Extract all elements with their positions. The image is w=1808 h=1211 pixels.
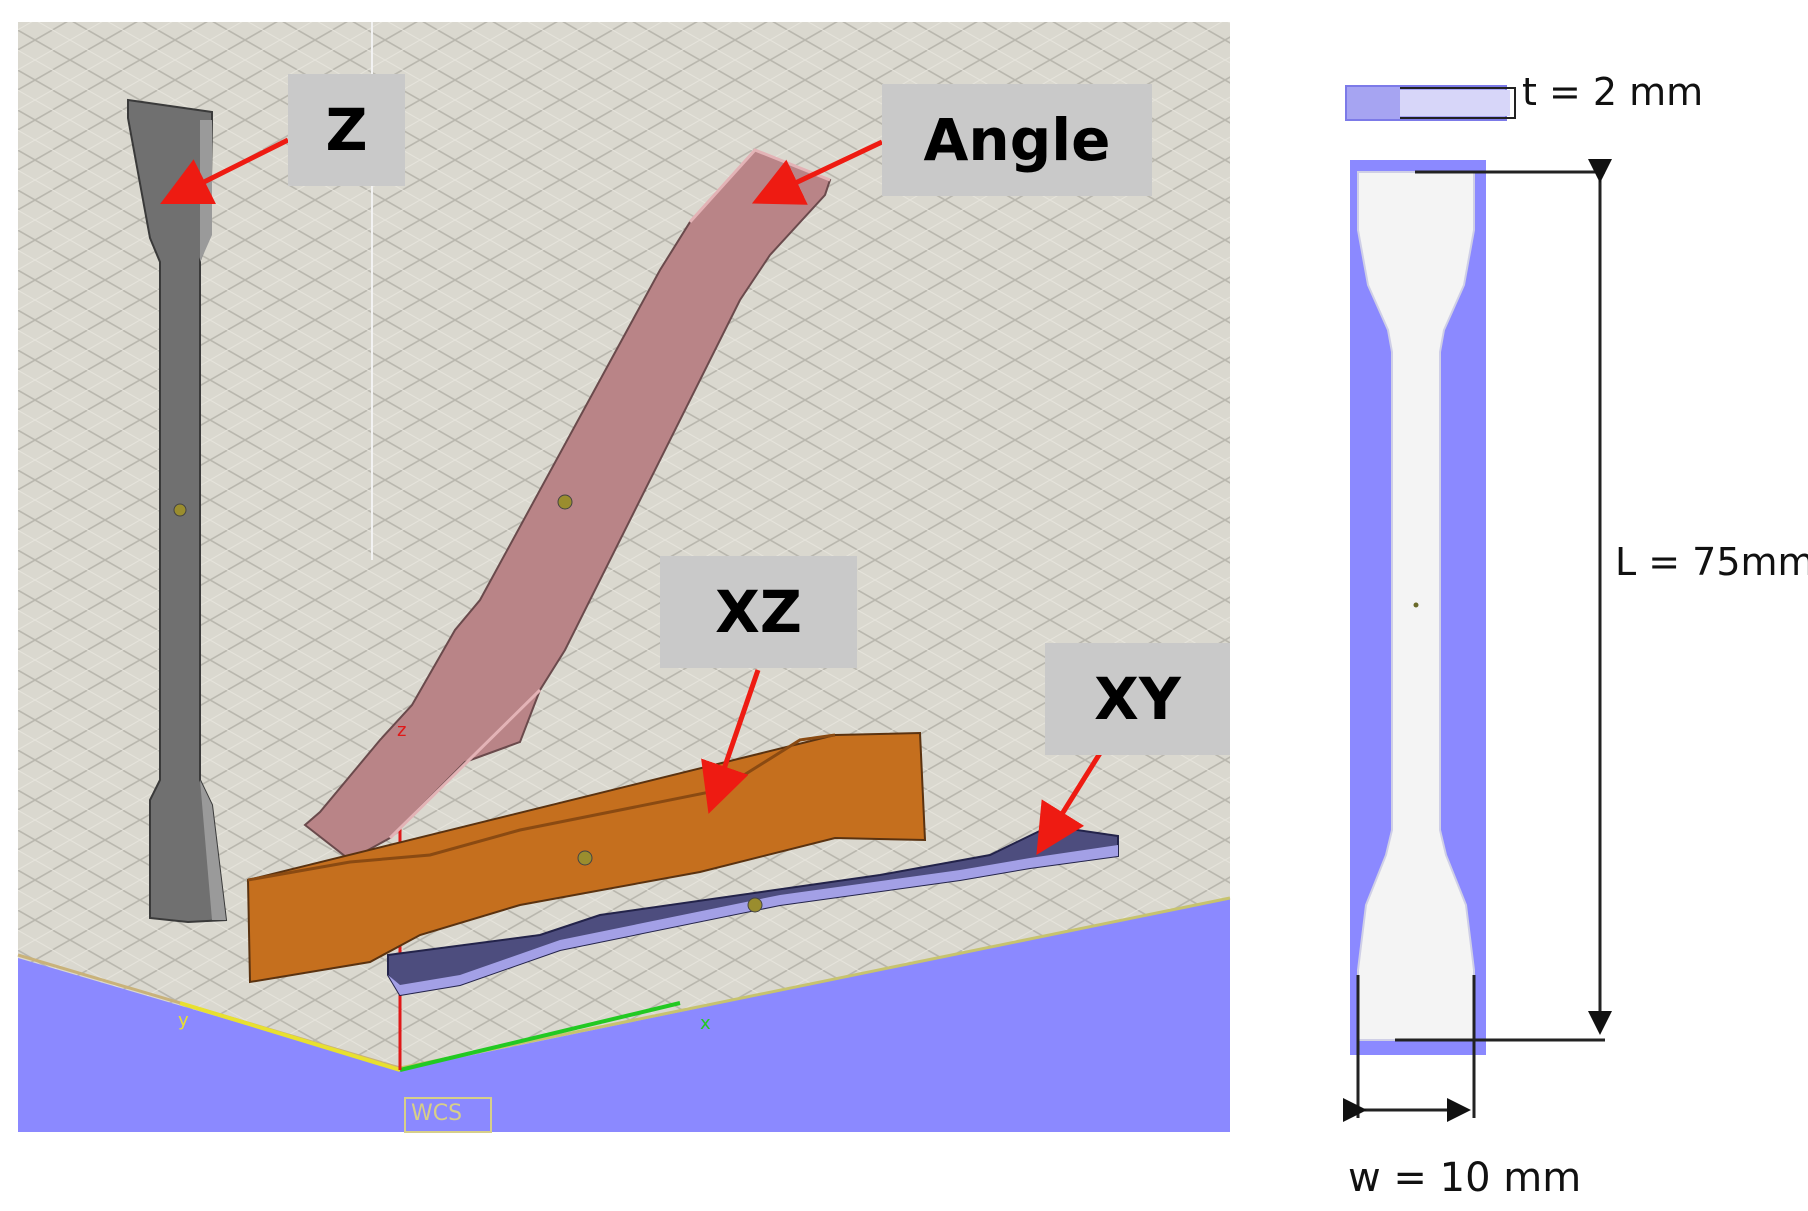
axis-x-label: x: [700, 1013, 711, 1034]
length-label: L = 75mm: [1615, 540, 1808, 584]
specimen-xy-side: [388, 845, 1118, 995]
build-floor: [18, 898, 1230, 1132]
arrow-angle: [751, 139, 884, 205]
width-label: w = 10 mm: [1348, 1155, 1582, 1201]
axis-y-label: y: [178, 1010, 189, 1031]
axis-x-line: [399, 1001, 681, 1072]
axis-z-label: z: [397, 720, 407, 741]
floor-edge-right: [399, 896, 1231, 1070]
wcs-box: [404, 1097, 492, 1133]
arrow-z: [160, 137, 290, 204]
drawing-center: [1413, 602, 1419, 608]
label-xz: XZ: [660, 556, 857, 668]
specimen-xy-center: [747, 897, 763, 913]
label-xy: XY: [1045, 643, 1230, 755]
thickness-bracket: [1400, 87, 1516, 119]
label-angle: Angle: [882, 84, 1152, 196]
thickness-label: t = 2 mm: [1522, 70, 1704, 114]
specimen-z-center: [173, 503, 187, 517]
wcs-label: WCS: [411, 1101, 463, 1126]
specimen-angle-center: [557, 494, 573, 510]
axis-y-line: [179, 1001, 401, 1072]
specimen-xz-center: [577, 850, 593, 866]
label-z: Z: [288, 74, 405, 186]
thickness-bar-inner: [1400, 90, 1510, 116]
arrow-xy: [1036, 748, 1105, 855]
specimen-xz-top: [247, 733, 836, 882]
arrow-xz: [701, 669, 761, 814]
